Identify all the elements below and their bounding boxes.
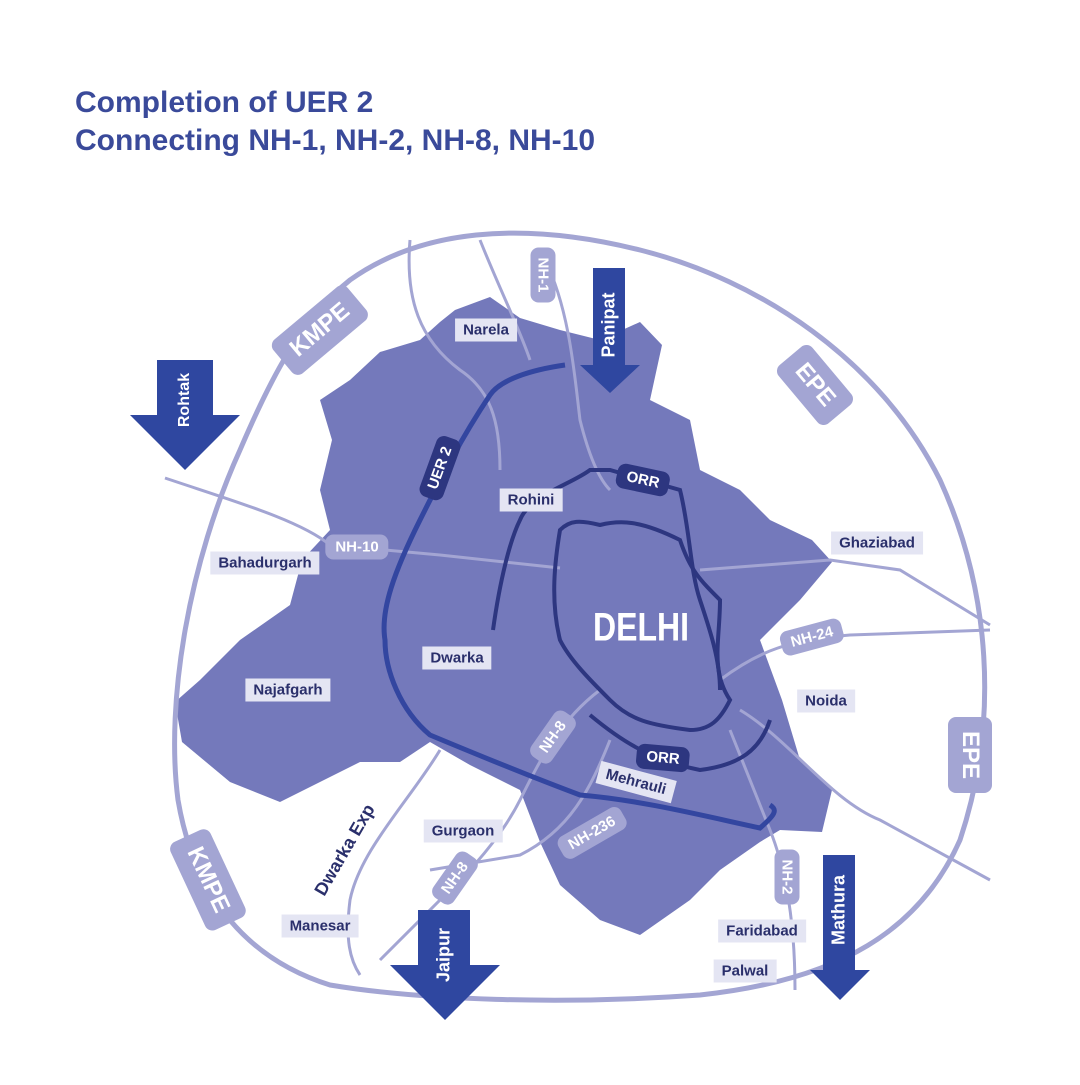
expressway-ring: [172, 230, 988, 1003]
panipat-arrow: [580, 268, 640, 393]
place-palwal: Palwal: [713, 959, 777, 983]
nh1-badge: NH-1: [530, 247, 556, 303]
rohtak-arrow-label: Rohtak: [176, 372, 193, 428]
panipat-arrow-label: Panipat: [598, 292, 619, 358]
jaipur-arrow-label: Jaipur: [433, 927, 454, 983]
place-dwarka: Dwarka: [422, 646, 492, 670]
title-line-1: Completion of UER 2: [75, 86, 374, 119]
map-title: Completion of UER 2 Connecting NH-1, NH-…: [75, 84, 595, 160]
place-najafgarh: Najafgarh: [245, 678, 331, 702]
delhi-label: DELHI: [593, 605, 689, 650]
direction-arrows: [130, 268, 870, 1020]
mathura-arrow-label: Mathura: [828, 874, 849, 946]
place-faridabad: Faridabad: [718, 919, 806, 943]
place-ghaziabad: Ghaziabad: [831, 531, 923, 555]
outer-ring-road: [491, 468, 772, 773]
delhi-territory: [175, 297, 832, 935]
epe-right-badge: EPE: [948, 716, 992, 794]
nh2-badge: NH-2: [774, 849, 800, 905]
orr-bottom-badge: ORR: [635, 743, 691, 773]
place-bahadurgarh: Bahadurgarh: [210, 551, 320, 575]
rohtak-arrow: [130, 360, 240, 470]
nh10-badge: NH-10: [325, 534, 389, 560]
place-narela: Narela: [455, 318, 517, 342]
place-rohini: Rohini: [499, 488, 563, 512]
uer2-road: [381, 362, 777, 831]
mathura-arrow: [810, 855, 870, 1000]
place-gurgaon: Gurgaon: [423, 819, 503, 843]
title-line-2: Connecting NH-1, NH-2, NH-8, NH-10: [75, 124, 596, 157]
jaipur-arrow: [390, 910, 500, 1020]
place-manesar: Manesar: [281, 914, 359, 938]
place-noida: Noida: [797, 689, 855, 713]
